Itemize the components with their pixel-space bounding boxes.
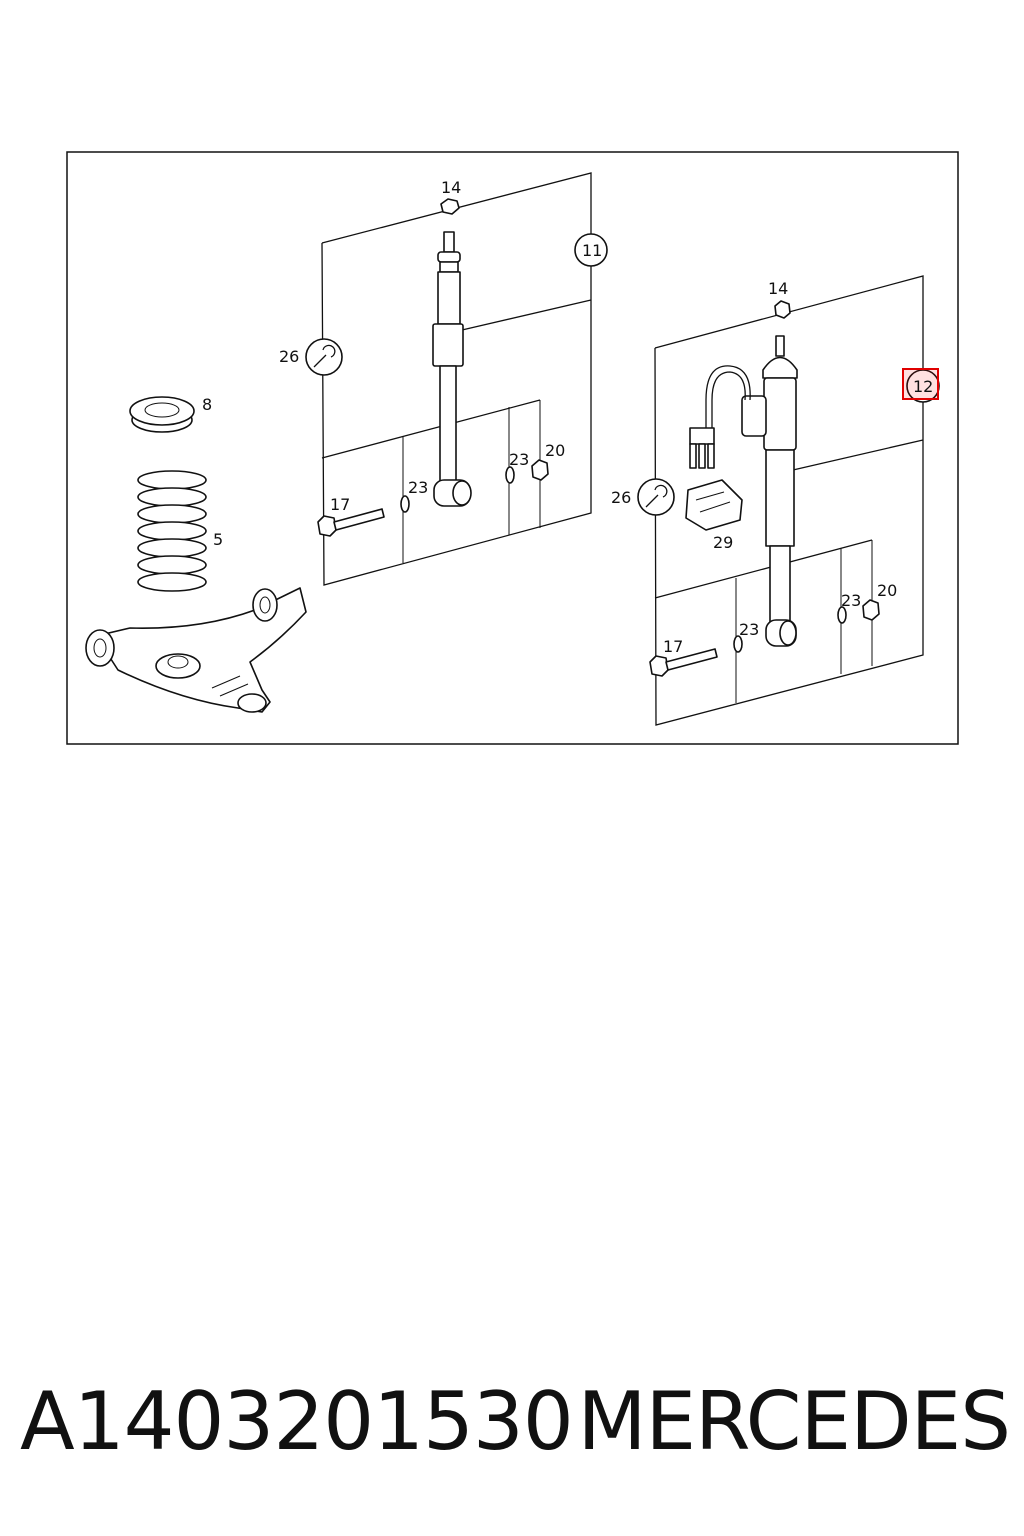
part-number: A1403201530 (20, 1375, 574, 1468)
group-circle-11 (574, 233, 608, 267)
brand-name: MERCEDES (577, 1375, 1011, 1468)
callout-20-right: 20 (877, 581, 897, 600)
bracket-29 (685, 479, 743, 531)
callout-20-left: 20 (545, 441, 565, 460)
callout-26-left: 26 (279, 347, 299, 366)
callout-23-right-b: 23 (841, 591, 861, 610)
callout-23-left-b: 23 (509, 450, 529, 469)
callout-17-left: 17 (330, 495, 350, 514)
electrical-connector-cable (689, 365, 751, 469)
shock-absorber-left (432, 231, 472, 507)
callout-17-right: 17 (663, 637, 683, 656)
torque-wrench-icon-left (305, 338, 343, 376)
callout-8: 8 (202, 395, 212, 414)
spring-seat-8 (129, 396, 195, 433)
callout-12: 12 (913, 377, 933, 396)
nut-14-left (440, 198, 460, 215)
callout-5: 5 (213, 530, 223, 549)
bolt-17-left (317, 508, 385, 537)
nut-20-right (862, 599, 880, 621)
torque-wrench-icon-right (637, 478, 675, 516)
shock-absorber-right (741, 335, 798, 647)
highlight-box-12 (902, 368, 939, 400)
shock-absorber-assembly-left (305, 172, 608, 586)
callout-29: 29 (713, 533, 733, 552)
coil-spring-5 (137, 470, 207, 592)
callout-14-left: 14 (441, 178, 461, 197)
callout-11: 11 (582, 241, 602, 260)
washer-23-left-a (400, 495, 410, 513)
bolt-17-right (649, 648, 718, 677)
callout-26-right: 26 (611, 488, 631, 507)
diagram-frame (66, 151, 959, 745)
washer-23-right-b (837, 606, 847, 624)
callout-23-left-a: 23 (408, 478, 428, 497)
nut-14-right (774, 300, 791, 319)
callout-23-right-a: 23 (739, 620, 759, 639)
control-arm (85, 587, 307, 713)
nut-20-left (531, 459, 549, 481)
washer-23-right-a (733, 635, 743, 653)
callout-14-right: 14 (768, 279, 788, 298)
shock-absorber-assembly-right (637, 275, 940, 726)
part-caption: A1403201530 MERCEDES (20, 1372, 1011, 1472)
washer-23-left-b (505, 466, 515, 484)
